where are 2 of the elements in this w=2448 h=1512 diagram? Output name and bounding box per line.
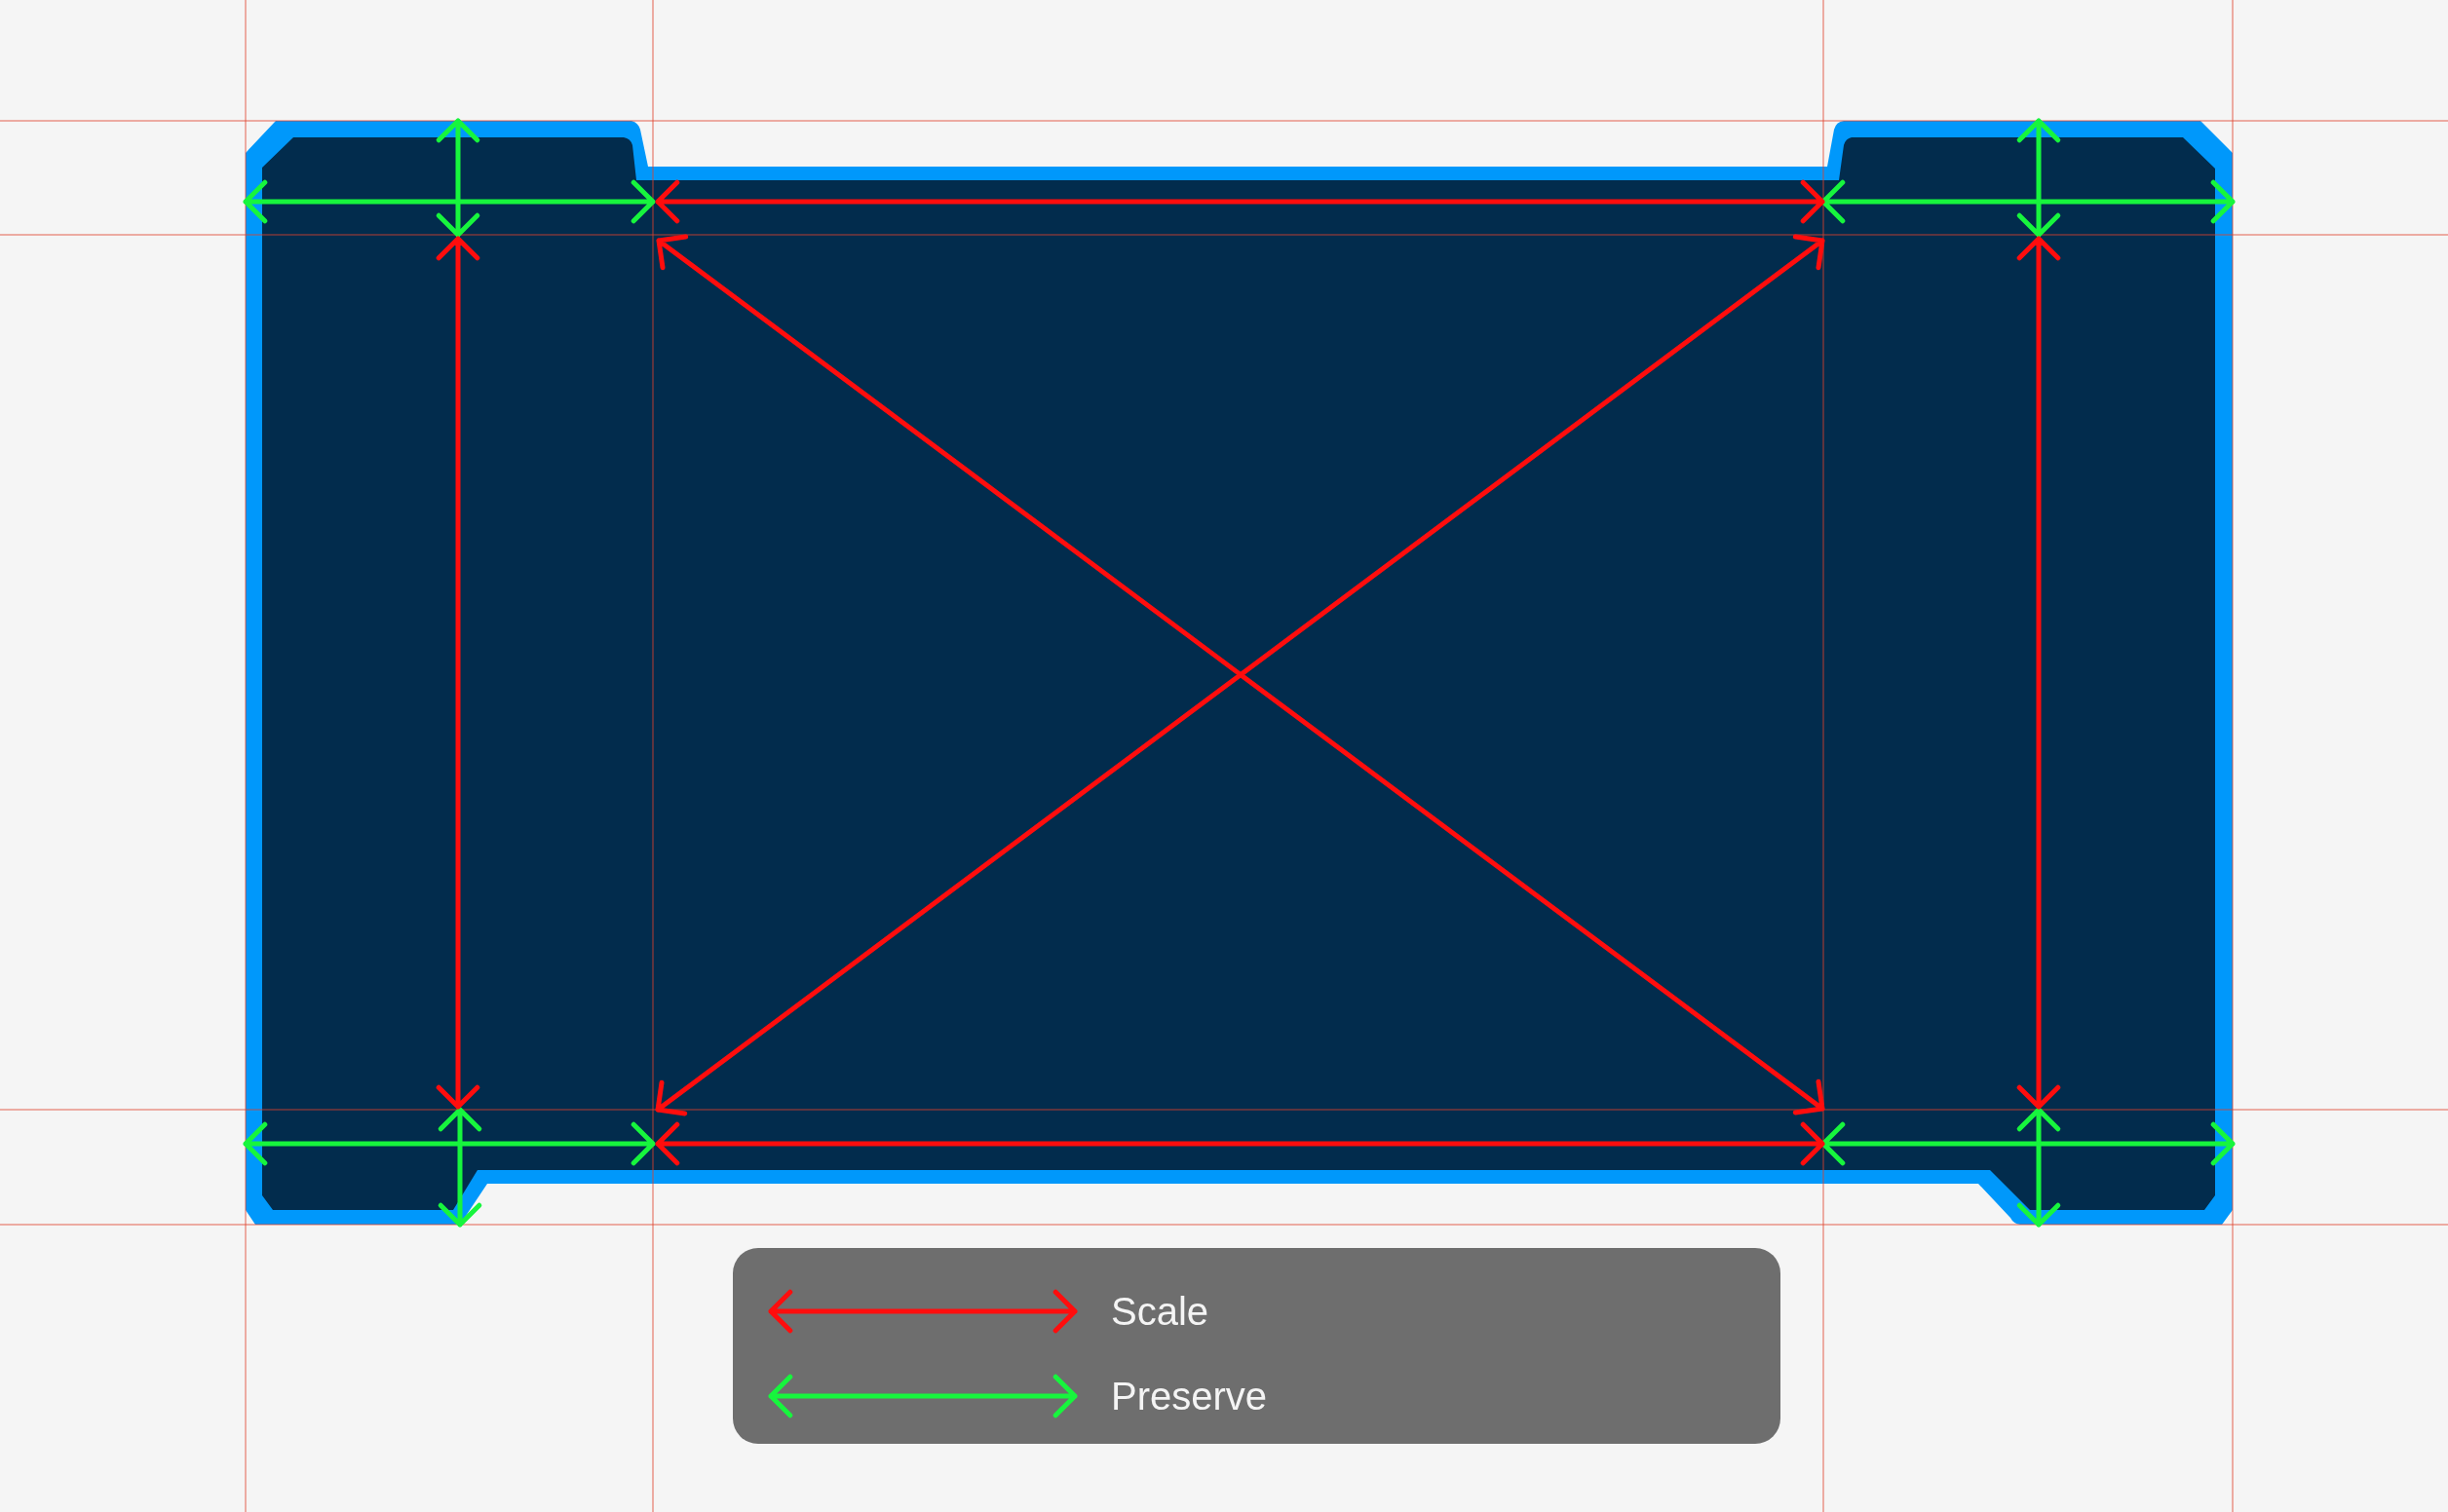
legend-label: Preserve bbox=[1111, 1374, 1268, 1418]
legend-label: Scale bbox=[1111, 1289, 1209, 1334]
